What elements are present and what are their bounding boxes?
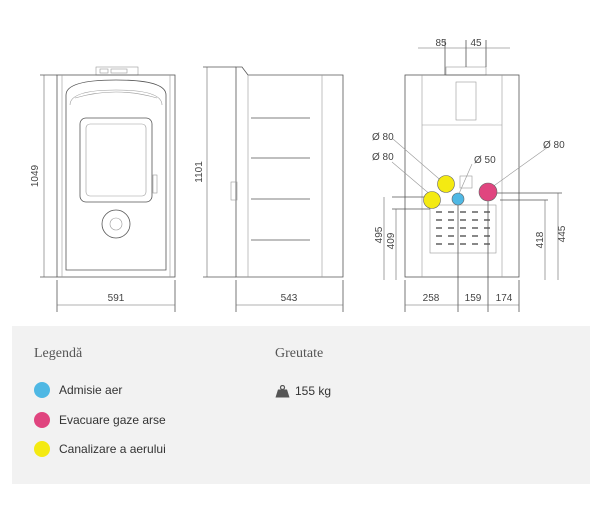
side-height-label: 1101	[194, 161, 205, 183]
rear-width-174: 174	[496, 293, 513, 304]
legend-item-air-ducting: Canalizare a aerului	[34, 441, 166, 457]
legend-item-air-intake: Admisie aer	[34, 382, 122, 398]
air-ducting-pipe-top	[437, 175, 455, 193]
weight-row: 155 kg	[275, 384, 331, 398]
rear-top-offset-85: 85	[435, 38, 447, 49]
side-depth-label: 543	[281, 293, 298, 304]
flue-gas-color-dot	[34, 412, 50, 428]
side-view	[203, 66, 344, 312]
rear-width-258: 258	[423, 293, 440, 304]
air-ducting-color-dot	[34, 441, 50, 457]
legend-item-label: Canalizare a aerului	[59, 442, 166, 456]
technical-drawing: 1049 591 1101 543	[30, 38, 568, 312]
pipe-label-80-right: Ø 80	[543, 140, 565, 151]
weight-title: Greutate	[275, 346, 324, 361]
flue-gas-pipe	[478, 182, 498, 202]
weight-value: 155 kg	[295, 384, 332, 398]
rear-height-495: 495	[374, 226, 385, 243]
front-width-label: 591	[108, 293, 125, 304]
pipe-label-50: Ø 50	[474, 155, 496, 166]
legend-panel: Legendă Admisie aer Evacuare gaze arse C…	[12, 326, 590, 484]
weight-icon	[275, 384, 290, 398]
rear-width-159: 159	[465, 293, 482, 304]
air-intake-color-dot	[34, 382, 50, 398]
front-height-label: 1049	[30, 164, 41, 187]
rear-height-409: 409	[386, 232, 397, 249]
rear-top-offset-45: 45	[470, 38, 482, 49]
legend-title: Legendă	[34, 346, 83, 361]
legend-item-flue-gas: Evacuare gaze arse	[34, 412, 166, 428]
rear-height-418: 418	[535, 231, 546, 248]
front-view	[40, 66, 176, 312]
pipe-label-80-left: Ø 80	[372, 152, 394, 163]
air-ducting-pipe-left	[423, 191, 441, 209]
rear-height-445: 445	[557, 225, 568, 242]
pipe-markers	[423, 175, 498, 209]
legend-item-label: Evacuare gaze arse	[59, 413, 166, 427]
legend-item-label: Admisie aer	[59, 383, 123, 397]
air-intake-pipe	[451, 192, 465, 206]
rear-view	[383, 40, 562, 312]
pipe-label-80-top: Ø 80	[372, 132, 394, 143]
